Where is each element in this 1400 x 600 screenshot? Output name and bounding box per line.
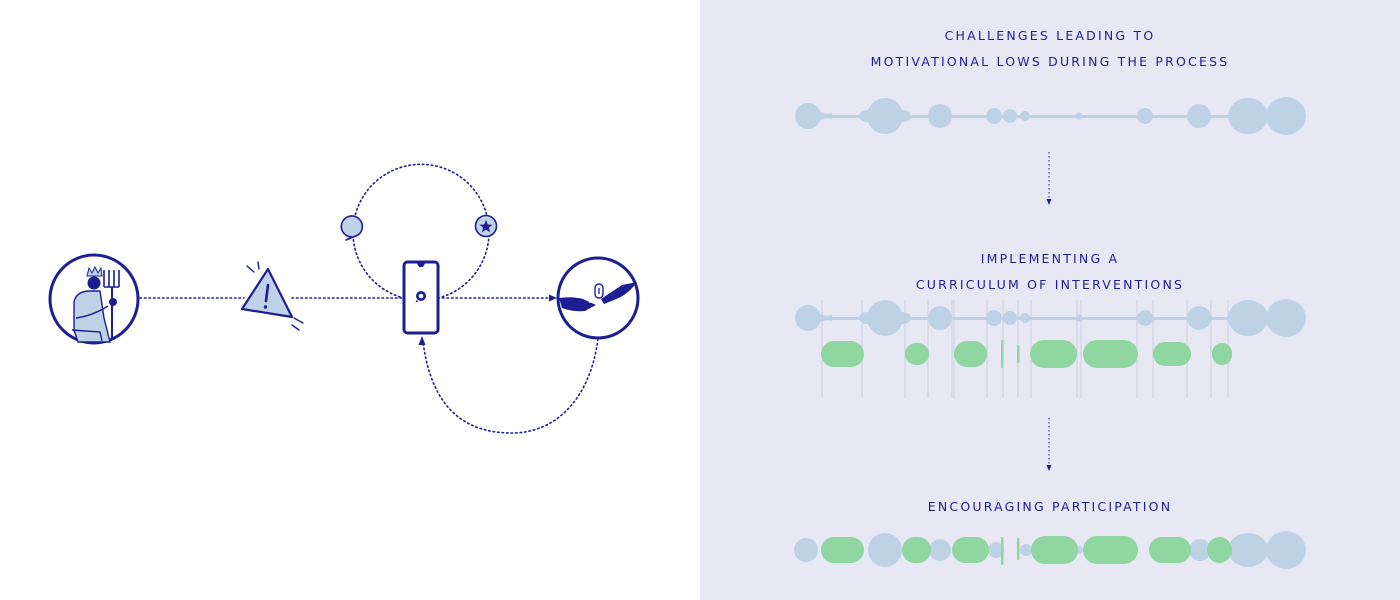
- arrow-head-up: [418, 336, 426, 345]
- chat-bubble-icon: [340, 215, 364, 241]
- process-diagram-panel: [48, 163, 640, 434]
- arrow-stage1-stage2-head: [1046, 199, 1052, 205]
- return-loop-bottom: [422, 338, 599, 434]
- warning-triangle-icon: [240, 261, 304, 331]
- arrow-stage2-stage3-head: [1046, 465, 1052, 471]
- challenges-blob-track: [795, 97, 1306, 135]
- smartphone-whatsapp-icon: [402, 260, 440, 335]
- stage2-title-line1: IMPLEMENTING A: [981, 251, 1120, 266]
- stage2-title-line2: CURRICULUM OF INTERVENTIONS: [916, 277, 1184, 292]
- timeline-diagram: CHALLENGES LEADING TO MOTIVATIONAL LOWS …: [700, 0, 1400, 600]
- curriculum-blob-track: [795, 299, 1306, 337]
- arrow-head-right: [549, 294, 557, 302]
- stage1-title-line1: CHALLENGES LEADING TO: [945, 28, 1156, 43]
- star-badge-icon: [474, 214, 498, 238]
- person-with-fork-icon: [48, 253, 140, 345]
- interventions-track: [821, 340, 1232, 368]
- process-diagram: [48, 163, 640, 434]
- timeline-panel: CHALLENGES LEADING TO MOTIVATIONAL LOWS …: [700, 0, 1400, 600]
- participation-blob-track: [794, 531, 1306, 569]
- helping-hands-icon: [556, 256, 640, 340]
- stage3-title: ENCOURAGING PARTICIPATION: [928, 499, 1173, 514]
- stage1-title-line2: MOTIVATIONAL LOWS DURING THE PROCESS: [871, 54, 1230, 69]
- feedback-loop-top: [352, 163, 490, 298]
